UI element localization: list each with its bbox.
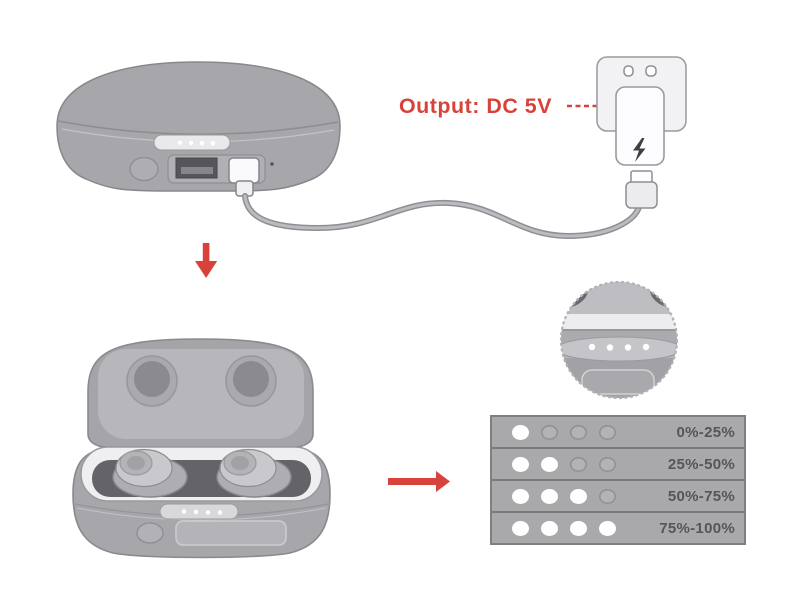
down-arrow-icon <box>195 243 218 278</box>
indicator-zoom-circle <box>559 280 679 400</box>
closed-case-lid-seam <box>57 120 339 136</box>
function-button <box>129 156 159 182</box>
led-dot <box>188 140 194 146</box>
charging-cable <box>242 193 642 240</box>
led-dot <box>606 344 614 351</box>
battery-range-label: 75%-100% <box>659 519 735 537</box>
battery-dots <box>512 424 616 440</box>
battery-level-table: 0%-25% 25%-50% 50%-75% 75%-100% <box>490 415 746 545</box>
battery-dot-off <box>599 488 616 504</box>
usb-plug-body <box>625 181 658 209</box>
led-dot <box>642 343 650 351</box>
battery-dot-off <box>599 424 616 440</box>
front-port-panel <box>581 369 655 395</box>
reset-hole <box>270 162 274 166</box>
earbud-tip <box>127 456 145 470</box>
led-dot <box>199 140 205 146</box>
battery-dots <box>512 488 616 504</box>
front-port-panel <box>175 520 287 546</box>
battery-dot-on <box>570 488 587 504</box>
usb-a-port-tongue <box>181 167 213 174</box>
wall-adapter <box>596 56 687 209</box>
battery-dot-on <box>512 488 529 504</box>
battery-table-row: 25%-50% <box>492 447 744 479</box>
seam-band <box>561 314 677 329</box>
outlet-prong-hole-left <box>623 65 634 77</box>
battery-dots <box>512 520 616 536</box>
closed-case <box>56 61 341 197</box>
battery-dot-on <box>541 456 558 472</box>
led-dot <box>217 510 223 515</box>
battery-dot-on <box>512 520 529 536</box>
function-button <box>136 522 164 544</box>
open-case <box>72 338 331 559</box>
closed-case-body <box>56 61 341 192</box>
battery-dot-off <box>570 456 587 472</box>
led-strip-window <box>159 503 239 520</box>
lid-recess-right-inner <box>233 361 269 397</box>
battery-dot-off <box>541 424 558 440</box>
led-dot <box>210 141 216 146</box>
lid-recess-left-inner <box>134 361 170 397</box>
battery-dot-on <box>599 520 616 536</box>
lightning-bolt-icon <box>633 138 646 162</box>
open-case-led-strip <box>159 503 239 520</box>
battery-dot-off <box>570 424 587 440</box>
battery-table-row: 50%-75% <box>492 479 744 511</box>
right-arrow-icon <box>388 471 450 492</box>
zoom-circle-content <box>561 282 677 398</box>
closed-case-led-strip <box>153 134 231 151</box>
battery-dot-on <box>541 488 558 504</box>
battery-dot-on <box>541 520 558 536</box>
battery-dot-on <box>570 520 587 536</box>
zoom-circle-border <box>559 280 679 400</box>
led-dot <box>624 344 632 351</box>
right-earbud <box>216 448 292 498</box>
cable-highlight <box>243 194 641 238</box>
led-strip-lens <box>561 336 677 362</box>
led-dot <box>177 140 183 145</box>
cable-connector-head <box>228 157 260 184</box>
led-dot <box>181 509 187 514</box>
output-voltage-label: Output: DC 5V <box>399 95 552 118</box>
battery-range-label: 25%-50% <box>667 455 735 473</box>
battery-range-label: 50%-75% <box>667 487 735 505</box>
earbud-tip <box>231 456 249 470</box>
led-dot <box>588 343 596 351</box>
battery-dot-off <box>599 456 616 472</box>
base-seam-highlight <box>76 507 327 521</box>
seam-line <box>561 329 677 331</box>
battery-table-row: 75%-100% <box>492 511 744 543</box>
power-adapter-body <box>615 86 665 166</box>
battery-dot-on <box>512 424 529 440</box>
battery-table-row: 0%-25% <box>492 417 744 447</box>
outlet-prong-hole-right <box>645 65 657 77</box>
battery-dots <box>512 456 616 472</box>
battery-range-label: 0%-25% <box>676 423 735 441</box>
battery-dot-on <box>512 456 529 472</box>
left-earbud <box>112 448 188 498</box>
led-dot <box>193 509 199 515</box>
led-dot <box>205 510 211 515</box>
